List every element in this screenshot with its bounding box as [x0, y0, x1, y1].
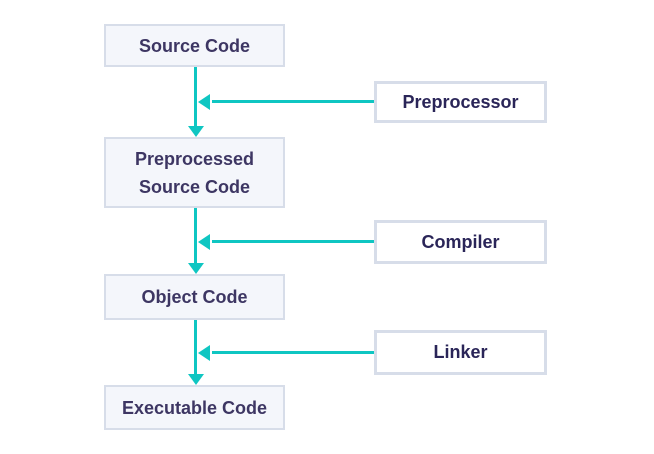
arrowhead-left-icon — [198, 344, 210, 361]
flow-box-source-code: Source Code — [104, 24, 285, 67]
arrow-source-to-preprocessed — [194, 67, 197, 127]
arrow-preprocessor-to-flow — [212, 100, 374, 103]
arrowhead-down-icon — [187, 126, 204, 137]
arrow-linker-to-flow — [212, 351, 374, 354]
flow-box-source-code-label: Source Code — [138, 35, 251, 56]
flow-box-preprocessed-source-code: Preprocessed Source Code — [104, 137, 285, 208]
flow-box-executable-code-label: Executable Code — [121, 397, 268, 418]
process-box-preprocessor-label: Preprocessor — [402, 91, 519, 112]
process-box-compiler-label: Compiler — [421, 231, 500, 252]
flow-box-preprocessed-source-code-label: Preprocessed Source Code — [134, 148, 255, 197]
process-box-compiler: Compiler — [374, 220, 547, 264]
process-box-linker-label: Linker — [433, 342, 488, 362]
process-box-preprocessor: Preprocessor — [374, 81, 547, 123]
flow-box-object-code: Object Code — [104, 274, 285, 320]
arrow-compiler-to-flow — [212, 240, 374, 243]
arrowhead-down-icon — [187, 374, 204, 385]
arrow-preprocessed-to-object — [194, 208, 197, 264]
arrowhead-left-icon — [198, 233, 210, 250]
arrowhead-left-icon — [198, 93, 210, 110]
flow-box-object-code-label: Object Code — [141, 287, 248, 307]
flow-box-executable-code: Executable Code — [104, 385, 285, 430]
process-box-linker: Linker — [374, 330, 547, 375]
arrow-object-to-executable — [194, 320, 197, 375]
arrowhead-down-icon — [187, 263, 204, 274]
